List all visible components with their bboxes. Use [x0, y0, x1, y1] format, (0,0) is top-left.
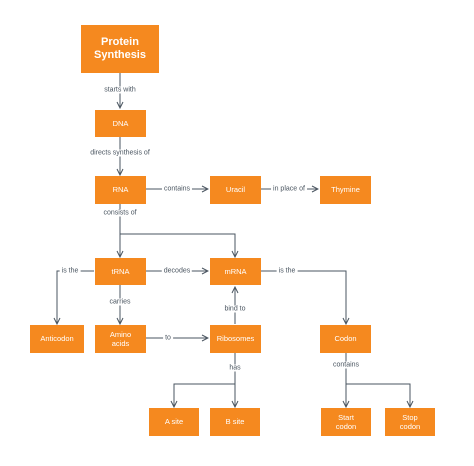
edge-rna-to-mrna [120, 233, 235, 257]
node-dna-label: DNA [112, 118, 129, 128]
edge-label-consists-of: consists of [101, 209, 139, 217]
node-rna-label: RNA [112, 185, 129, 195]
node-codon-label: Codon [334, 334, 357, 344]
node-start-codon-label: Start codon [335, 412, 357, 431]
edge-label-is-the-anticodon: is the [59, 267, 81, 275]
node-mrna-label: mRNA [224, 266, 247, 276]
node-ribosomes-label: Ribosomes [216, 334, 255, 344]
node-b-site-label: B site [225, 417, 245, 427]
node-anticodon-label: Anticodon [40, 334, 74, 344]
edge-codon-to-stop [346, 383, 410, 407]
node-a-site[interactable]: A site [149, 408, 199, 436]
edge-ribosomes-to-asite [174, 352, 236, 407]
edge-label-has: has [227, 364, 243, 372]
node-stop-codon-label: Stop codon [399, 412, 421, 431]
edge-trna-to-anticodon [57, 270, 94, 324]
edge-label-decodes: decodes [161, 267, 193, 275]
node-thymine[interactable]: Thymine [320, 176, 371, 204]
node-codon[interactable]: Codon [320, 325, 371, 353]
node-amino-acids-label: Amino acids [109, 329, 132, 348]
node-protein-synthesis[interactable]: Protein Synthesis [81, 25, 159, 73]
edge-label-is-the-codon: is the [276, 267, 298, 275]
node-amino-acids[interactable]: Amino acids [95, 325, 146, 353]
node-uracil-label: Uracil [225, 185, 246, 195]
node-start-codon[interactable]: Start codon [321, 408, 371, 436]
node-trna[interactable]: tRNA [95, 258, 146, 285]
edge-label-directs-synthesis-of: directs synthesis of [88, 149, 152, 157]
edge-label-carries: carries [107, 298, 133, 306]
edge-mrna-to-codon [261, 270, 346, 324]
node-trna-label: tRNA [111, 266, 130, 276]
node-uracil[interactable]: Uracil [210, 176, 261, 204]
node-dna[interactable]: DNA [95, 110, 146, 137]
node-anticodon[interactable]: Anticodon [30, 325, 84, 353]
edge-label-contains-codon: contains [330, 361, 362, 369]
node-protein-synthesis-label: Protein Synthesis [94, 35, 146, 61]
edge-label-starts-with: starts with [102, 86, 138, 94]
edge-label-bind-to: bind to [222, 305, 248, 313]
node-a-site-label: A site [164, 417, 184, 427]
node-stop-codon[interactable]: Stop codon [385, 408, 435, 436]
node-mrna[interactable]: mRNA [210, 258, 261, 285]
edge-label-to: to [163, 334, 173, 342]
node-ribosomes[interactable]: Ribosomes [210, 325, 261, 353]
edge-label-in-place-of: in place of [271, 185, 307, 193]
node-b-site[interactable]: B site [210, 408, 260, 436]
edge-label-contains-uracil: contains [161, 185, 193, 193]
node-thymine-label: Thymine [331, 185, 360, 195]
node-rna[interactable]: RNA [95, 176, 146, 204]
